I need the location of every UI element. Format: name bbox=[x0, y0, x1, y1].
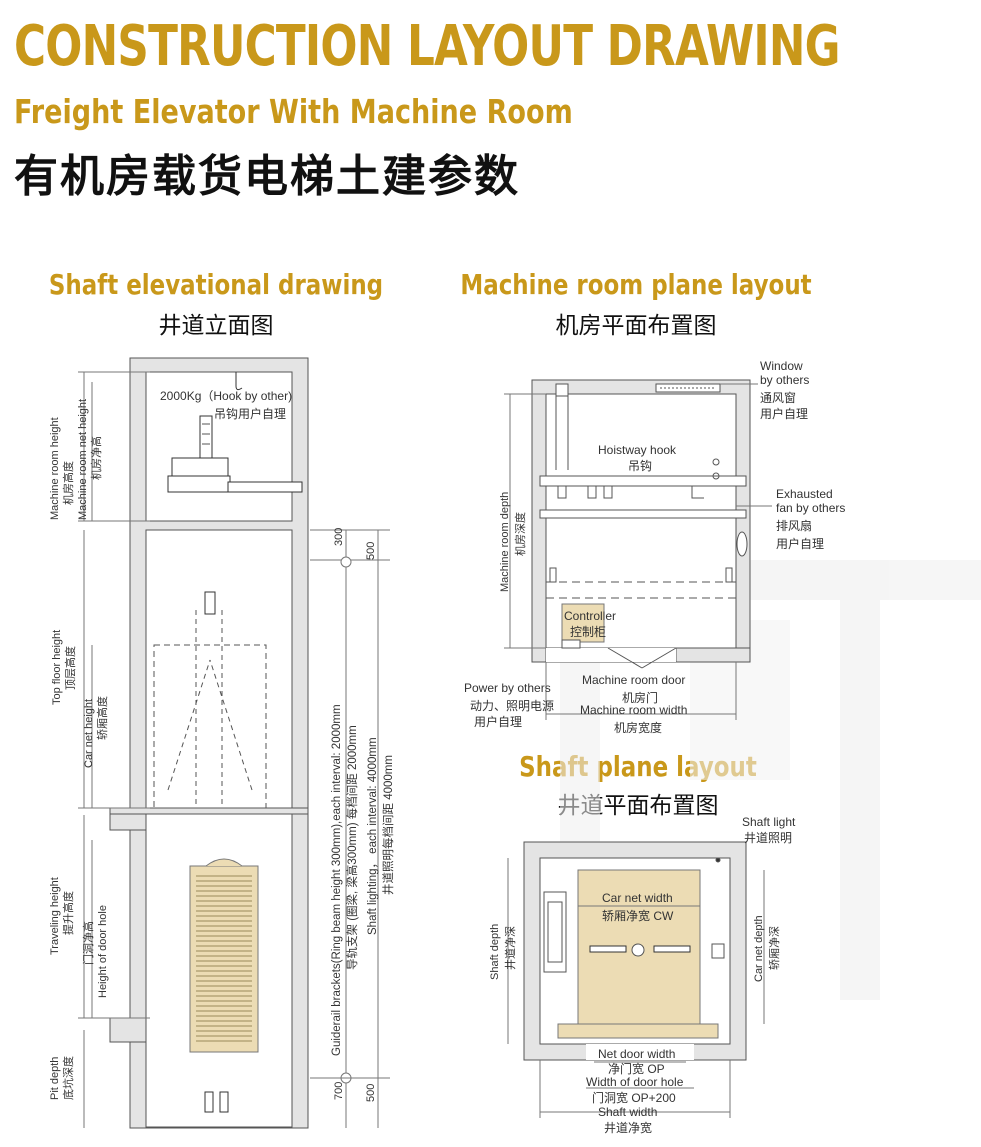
machine-room-title: Machine room plane layout bbox=[460, 268, 812, 301]
machine-room-plan bbox=[504, 379, 772, 720]
page-subtitle-en: Freight Elevator With Machine Room bbox=[14, 92, 573, 131]
window-label: Window bbox=[760, 359, 803, 373]
window-label-cn-2: 用户自理 bbox=[760, 406, 808, 421]
shaft-light-label-cn: 井道照明 bbox=[744, 831, 792, 845]
lighting-label: Shaft lighting， each interval: 4000mm bbox=[367, 737, 379, 935]
machine-room-title-cn: 机房平面布置图 bbox=[555, 312, 717, 338]
traveling-label: Traveling height bbox=[49, 877, 61, 955]
fan-label-cn-2: 用户自理 bbox=[776, 536, 824, 551]
dim-300: 300 bbox=[333, 528, 345, 546]
mr-height-label-cn: 机房高度 bbox=[61, 461, 75, 505]
controller-label-cn: 控制柜 bbox=[570, 625, 606, 639]
pit-depth-label-cn: 底坑深度 bbox=[61, 1056, 75, 1100]
hook-label-cn: 吊钩用户自理 bbox=[214, 406, 286, 421]
hook-label: 2000Kg（Hook by other) bbox=[160, 389, 292, 403]
power-label-cn: 动力、照明电源 bbox=[470, 699, 554, 713]
dim-700: 700 bbox=[333, 1082, 345, 1100]
mr-door-label-cn: 机房门 bbox=[622, 690, 658, 705]
controller-label: Controller bbox=[564, 609, 616, 623]
shaft-depth-label: Shaft depth bbox=[489, 924, 501, 980]
mr-door-label: Machine room door bbox=[582, 673, 685, 687]
shaft-width-label: Shaft width bbox=[598, 1105, 657, 1119]
mr-depth-label-cn: 机房深度 bbox=[513, 512, 527, 556]
window-label-cn: 通风窗 bbox=[760, 391, 796, 405]
hoistway-hook-label: Hoistway hook bbox=[598, 443, 677, 457]
mr-depth-label: Machine room depth bbox=[499, 492, 511, 592]
machine-room-space bbox=[145, 371, 293, 522]
car-width-label-cn: 轿厢净宽 CW bbox=[602, 908, 674, 923]
car-net-height-label-cn: 轿厢高度 bbox=[95, 696, 109, 740]
controller-cabinet bbox=[561, 603, 605, 643]
guiderail-label: Guiderail brackets(Ring beam height 300m… bbox=[331, 704, 343, 1056]
net-door-label-cn: 净门宽 OP bbox=[608, 1061, 665, 1076]
shaft-elevation bbox=[78, 357, 390, 1129]
mr-height-label: Machine room height bbox=[49, 417, 61, 520]
shaft-depth-label-cn: 井道净深 bbox=[503, 926, 517, 970]
car-net-height-label: Car net height bbox=[83, 699, 95, 768]
shaft-light-label: Shaft light bbox=[742, 815, 796, 829]
traveling-label-cn: 提升高度 bbox=[61, 891, 75, 935]
mr-net-height-label: Machine room net height bbox=[77, 399, 89, 520]
top-floor-label: Top floor height bbox=[51, 630, 63, 705]
power-label-cn-2: 用户自理 bbox=[474, 714, 522, 729]
window-label-2: by others bbox=[760, 373, 809, 387]
top-floor-label-cn: 顶层高度 bbox=[63, 646, 77, 690]
pit-depth-label: Pit depth bbox=[49, 1057, 61, 1100]
mr-width-label: Machine room width bbox=[580, 703, 687, 717]
fan-label: Exhausted bbox=[776, 487, 833, 501]
fan-label-2: fan by others bbox=[776, 501, 845, 515]
counterweight bbox=[189, 865, 259, 1053]
dim-500-bottom: 500 bbox=[365, 1084, 377, 1102]
shaft-plan bbox=[507, 841, 765, 1118]
mr-net-height-label-cn: 机房净高 bbox=[89, 436, 103, 480]
door-hole-width-label: Width of door hole bbox=[586, 1075, 684, 1089]
power-label: Power by others bbox=[464, 681, 551, 695]
door-hole-label-cn: 门洞净高 bbox=[81, 921, 95, 965]
car-width-label: Car net width bbox=[602, 891, 673, 905]
elevation-title: Shaft elevational drawing bbox=[48, 268, 384, 301]
fan-label-cn: 排风扇 bbox=[776, 518, 812, 533]
guiderail-label-cn: 导轨支架 (圈梁, 梁高300mm) 每档间距 2000mm bbox=[345, 725, 359, 970]
net-door-label: Net door width bbox=[598, 1047, 675, 1061]
car-depth-label: Car net depth bbox=[753, 915, 765, 982]
page-title: CONSTRUCTION LAYOUT DRAWING bbox=[14, 14, 841, 79]
page-subtitle-cn: 有机房载货电梯土建参数 bbox=[14, 152, 520, 201]
door-hole-width-label-cn: 门洞宽 OP+200 bbox=[592, 1090, 676, 1105]
shaft-width-label-cn: 井道净宽 bbox=[604, 1120, 652, 1135]
elevation-title-cn: 井道立面图 bbox=[158, 312, 274, 338]
lighting-label-cn: 井道照明每档间距 4000mm bbox=[381, 755, 395, 895]
mr-width-label-cn: 机房宽度 bbox=[614, 720, 662, 735]
hoistway-hook-label-cn: 吊钩 bbox=[628, 459, 652, 473]
car-depth-label-cn: 轿厢净深 bbox=[767, 926, 781, 970]
dim-500-top: 500 bbox=[365, 542, 377, 560]
door-hole-label: Height of door hole bbox=[97, 905, 109, 998]
